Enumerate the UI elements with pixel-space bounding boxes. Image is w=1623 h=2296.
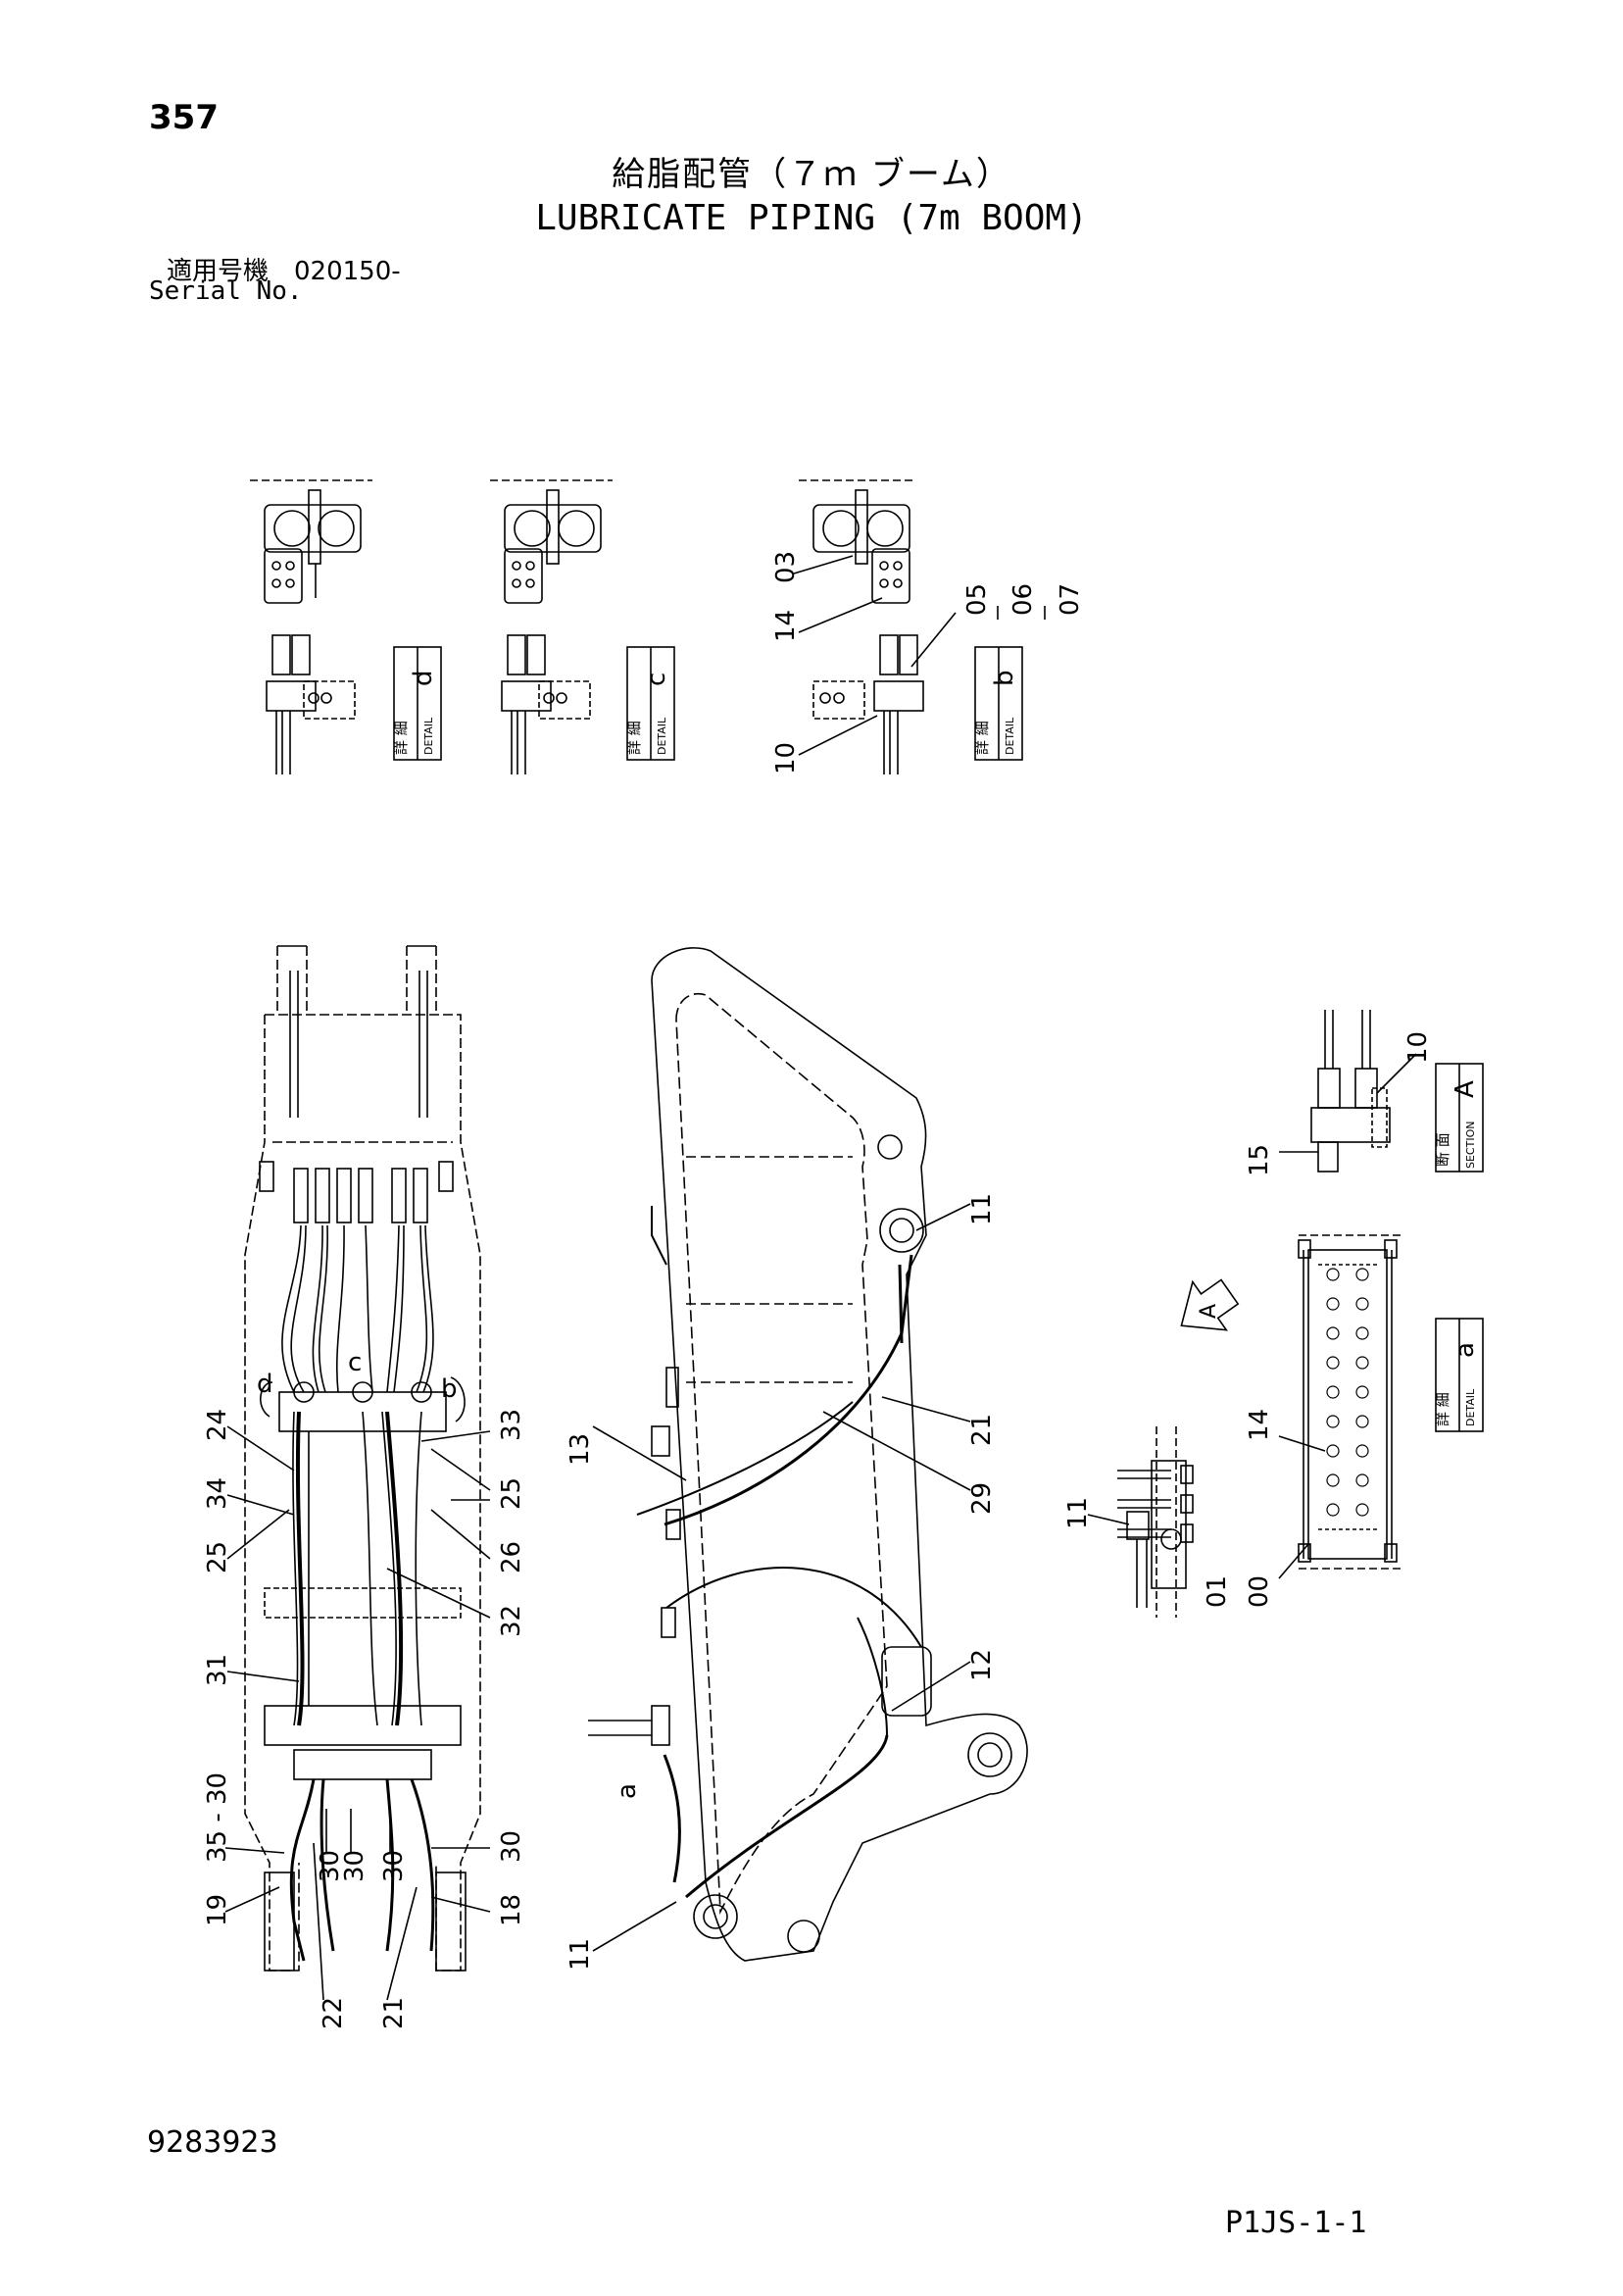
plan-ref-b: b <box>441 1374 458 1404</box>
section-letter-A: A <box>1451 1080 1480 1098</box>
plan-ref-d: d <box>257 1370 273 1399</box>
callout-35-30: 35 - 30 <box>203 1772 232 1863</box>
callout-11-fitting: 11 <box>1063 1497 1093 1529</box>
detail-view-a: 詳 細 DETAIL a <box>1278 1234 1484 1579</box>
callout-30-a: 30 <box>316 1850 345 1882</box>
callout-14: 14 <box>771 610 801 642</box>
detail-view-d: 詳 細 DETAIL d <box>250 479 442 774</box>
document-number: 9283923 <box>147 2125 278 2160</box>
detail-en-b: DETAIL <box>1004 717 1016 755</box>
title-english: LUBRICATE PIPING (7m BOOM) <box>535 198 1088 238</box>
detail-en-d: DETAIL <box>422 717 435 755</box>
callout-12: 12 <box>967 1649 997 1681</box>
section-kanji: 断 面 <box>1434 1132 1451 1167</box>
callout-05: 05 <box>962 583 992 616</box>
callout-11-upper: 11 <box>967 1193 997 1225</box>
callout-29: 29 <box>967 1482 997 1515</box>
callout-33: 33 <box>497 1409 526 1441</box>
detail-en-c: DETAIL <box>656 717 668 755</box>
callout-00: 00 <box>1245 1575 1274 1608</box>
detail-letter-c: c <box>642 673 671 686</box>
arrow-letter-A: A <box>1197 1304 1221 1319</box>
detail-kanji-b: 詳 細 <box>973 721 991 755</box>
callout-25-right: 25 <box>497 1477 526 1510</box>
callout-10-section: 10 <box>1403 1031 1433 1064</box>
callout-11-lower: 11 <box>566 1938 595 1971</box>
fitting-side-view <box>1087 1426 1194 1618</box>
callout-30-b: 30 <box>340 1850 369 1882</box>
detail-en-a: DETAIL <box>1464 1388 1477 1426</box>
callout-31: 31 <box>203 1654 232 1686</box>
callout-15: 15 <box>1245 1144 1274 1176</box>
detail-kanji-d: 詳 細 <box>392 721 410 755</box>
callout-32: 32 <box>497 1605 526 1637</box>
callout-07: 07 <box>1056 583 1085 616</box>
detail-letter-d: d <box>409 670 438 686</box>
callout-30-c: 30 <box>379 1850 409 1882</box>
boom-side-view <box>588 947 1028 1962</box>
section-view-A: 断 面 SECTION A <box>1279 1010 1484 1173</box>
detail-kanji-a: 詳 細 <box>1434 1392 1451 1426</box>
callout-22: 22 <box>319 1997 348 2029</box>
boom-plan-view <box>244 945 481 1972</box>
callout-30-d: 30 <box>497 1830 526 1863</box>
callout-03: 03 <box>771 551 801 583</box>
side-ref-a: a <box>613 1783 642 1799</box>
page-number: 357 <box>149 98 219 137</box>
callout-01: 01 <box>1203 1575 1232 1608</box>
plan-ref-c: c <box>348 1348 362 1377</box>
callout-26: 26 <box>497 1541 526 1573</box>
callout-13: 13 <box>566 1433 595 1466</box>
callout-10-top: 10 <box>771 742 801 774</box>
serial-number-label: Serial No. <box>149 276 303 306</box>
callout-24: 24 <box>203 1409 232 1441</box>
detail-view-c: 詳 細 DETAIL c <box>490 479 675 774</box>
callout-18: 18 <box>497 1894 526 1926</box>
title-japanese: 給脂配管（７ｍ ブーム） <box>612 155 1011 194</box>
callout-21-side: 21 <box>967 1414 997 1446</box>
sheet-code: P1JS-1-1 <box>1225 2206 1367 2240</box>
section-en: SECTION <box>1464 1122 1477 1169</box>
callout-25-left: 25 <box>203 1541 232 1573</box>
callout-14-detail-a: 14 <box>1245 1409 1274 1441</box>
detail-kanji-c: 詳 細 <box>625 721 643 755</box>
callout-06: 06 <box>1008 583 1038 616</box>
view-arrow-A: A <box>1180 1278 1240 1331</box>
detail-view-b: 詳 細 DETAIL b <box>793 479 1023 774</box>
detail-letter-a: a <box>1451 1342 1480 1358</box>
callout-34: 34 <box>203 1477 232 1510</box>
detail-letter-b: b <box>990 670 1019 686</box>
serial-applicable-label: 適用号機 020150- <box>167 257 401 286</box>
callout-21-plan: 21 <box>379 1997 409 2029</box>
